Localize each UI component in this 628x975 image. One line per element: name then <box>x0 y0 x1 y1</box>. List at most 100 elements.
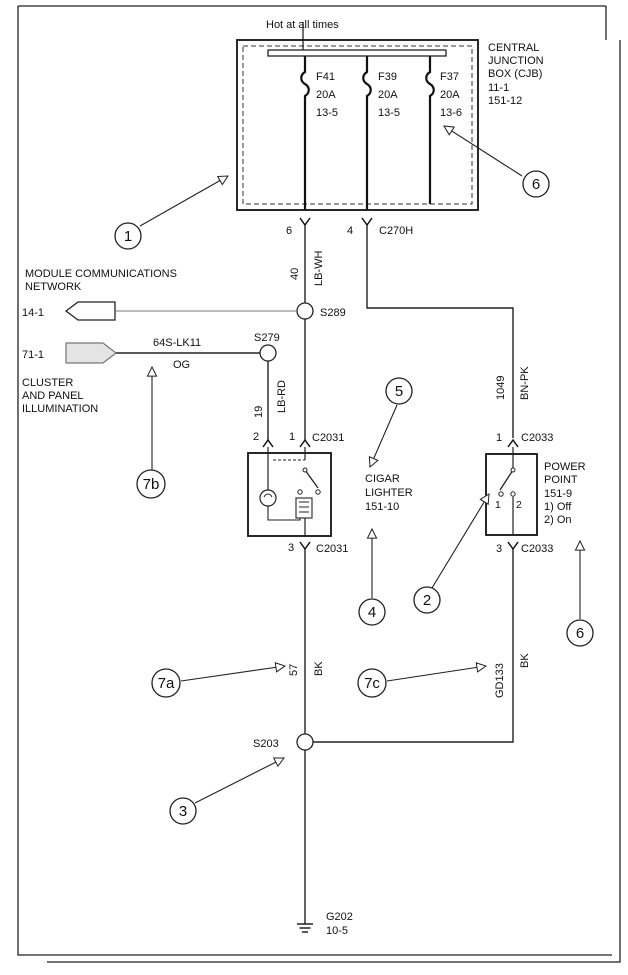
cjb-title-line-1: CENTRAL <box>488 42 539 54</box>
cjb-dashed-border <box>242 45 473 205</box>
cigar-label-line-3: 151-10 <box>365 501 399 513</box>
fuse-f41-ref: 13-5 <box>316 107 338 119</box>
central-junction-box: F41 20A 13-5 F39 20A 13-5 F37 20A 13-6 <box>236 22 479 211</box>
cigar-pin-2-label: 2 <box>253 431 259 443</box>
cluster-connector-flag <box>65 342 117 364</box>
fuse-f37-id: F37 <box>440 71 459 83</box>
cjb-title-line-2: JUNCTION <box>488 55 544 67</box>
cjb-pin-4-arrow <box>361 217 373 227</box>
callout-7b-number: 7b <box>143 476 160 493</box>
ground-id: G202 <box>326 911 353 923</box>
cluster-label-line-2: AND PANEL <box>22 390 84 402</box>
cluster-color: OG <box>173 359 190 371</box>
cjb-pin-6-arrow <box>299 217 311 227</box>
splice-s279 <box>259 344 277 362</box>
callout-3-number: 3 <box>179 803 187 820</box>
callout-7a: 7a <box>151 666 285 698</box>
cigar-connector-top: C2031 <box>312 432 344 444</box>
cluster-label-line-3: ILLUMINATION <box>22 403 98 415</box>
fuse-f41-id: F41 <box>316 71 335 83</box>
wire-40-number: 40 <box>289 268 301 280</box>
callout-4-number: 4 <box>368 604 376 621</box>
power-point-box <box>485 453 538 536</box>
cluster-ref: 71-1 <box>22 349 44 361</box>
splice-s289-label: S289 <box>320 307 346 319</box>
network-label-line-1: MODULE COMMUNICATIONS <box>25 268 177 280</box>
cjb-title: CENTRAL JUNCTION BOX (CJB) 11-1 151-12 <box>488 42 544 107</box>
ground-g202-symbol <box>297 923 313 933</box>
callout-7c: 7c <box>357 666 486 698</box>
fuse-f41-rating: 20A <box>316 89 336 101</box>
callout-6-bottom-number: 6 <box>576 625 584 642</box>
callout-1: 1 <box>114 176 228 250</box>
cigar-pin-1-label: 1 <box>289 431 295 443</box>
splice-s289 <box>296 302 314 320</box>
cigar-connector-bottom: C2031 <box>316 543 348 555</box>
power-pin-1-arrow <box>507 438 519 448</box>
wire-1049-bn-pk <box>366 225 514 438</box>
callout-5-number: 5 <box>395 383 403 400</box>
callout-4: 4 <box>358 529 386 626</box>
cigar-pin-3-arrow <box>299 541 311 551</box>
wire-gd133-bk <box>313 549 514 743</box>
callout-1-number: 1 <box>124 228 132 245</box>
cigar-heating-element <box>295 497 313 519</box>
wire-57-number: 57 <box>288 664 300 676</box>
power-connector-top: C2033 <box>521 432 553 444</box>
power-pin-1-label: 1 <box>496 432 502 444</box>
fuse-f39-symbol <box>362 56 372 210</box>
wire-gd133-number: GD133 <box>494 663 506 698</box>
power-label-line-4: 1) Off <box>544 501 572 513</box>
cigar-illumination-lamp <box>259 489 277 507</box>
callout-6-top-number: 6 <box>532 176 540 193</box>
power-switch-pos-2: 2 <box>516 499 522 511</box>
network-label-line-2: NETWORK <box>25 281 82 293</box>
callout-3: 3 <box>169 758 284 825</box>
cjb-outer-border <box>236 39 479 211</box>
cjb-title-line-4: 11-1 <box>488 82 509 94</box>
splice-s279-label: S279 <box>254 332 280 344</box>
callout-5: 5 <box>370 377 413 467</box>
wire-57-color: BK <box>313 661 325 676</box>
cjb-title-line-5: 151-12 <box>488 95 522 107</box>
cjb-title-line-3: BOX (CJB) <box>488 68 542 80</box>
network-connector-flag <box>64 301 116 321</box>
wire-40-color: LB-WH <box>313 251 325 287</box>
splice-s203 <box>296 733 314 751</box>
network-ref: 14-1 <box>22 307 44 319</box>
fuse-f39-rating: 20A <box>378 89 398 101</box>
page-frame <box>17 5 621 963</box>
power-label-line-5: 2) On <box>544 514 572 526</box>
cigar-label-line-2: LIGHTER <box>365 487 413 499</box>
cigar-pin-1-arrow <box>299 438 311 448</box>
cigar-pin-2-arrow <box>262 438 274 448</box>
wire-1049-color: BN-PK <box>519 366 531 400</box>
fuse-f37-ref: 13-6 <box>440 107 462 119</box>
fuse-f41-symbol <box>300 56 310 210</box>
power-pin-3-label: 3 <box>496 543 502 555</box>
fuse-f37-rating: 20A <box>440 89 460 101</box>
wire-19-color: LB-RD <box>276 380 288 413</box>
callout-6-top: 6 <box>444 126 550 198</box>
power-point: 1 C2033 1 2 3 C2033 POWER POINT 151-9 1)… <box>485 432 586 555</box>
power-label-line-2: POINT <box>544 474 578 486</box>
power-label-line-3: 151-9 <box>544 488 572 500</box>
cigar-lighter: 2 1 C2031 3 C2031 CIGAR LIGHTER 151-10 <box>247 431 413 555</box>
cigar-switch-blade <box>304 469 319 489</box>
cluster-label-line-1: CLUSTER <box>22 377 73 389</box>
cigar-pin-3-label: 3 <box>288 542 294 554</box>
callout-7b: 7b <box>136 367 166 499</box>
power-switch-blade <box>499 469 514 491</box>
ground-ref: 10-5 <box>326 925 348 937</box>
wire-19-number: 19 <box>253 406 265 418</box>
power-switch-pos-1: 1 <box>495 499 501 511</box>
callout-2: 2 <box>413 494 489 614</box>
cluster-circuit: 64S-LK11 <box>153 337 201 349</box>
callout-7c-number: 7c <box>364 675 380 692</box>
callout-2-number: 2 <box>423 592 431 609</box>
wire-1049-number: 1049 <box>495 376 507 400</box>
callout-7a-number: 7a <box>158 675 175 692</box>
cjb-connector-c270h: C270H <box>379 225 413 237</box>
power-label-line-1: POWER <box>544 461 586 473</box>
